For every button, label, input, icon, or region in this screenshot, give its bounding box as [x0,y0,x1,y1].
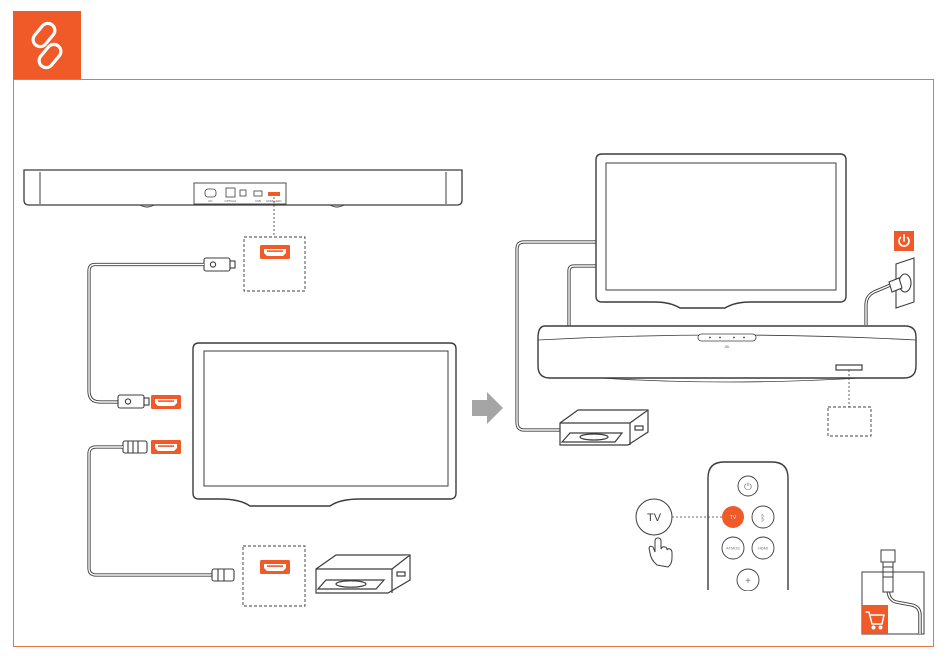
hdmi-earc-port [260,245,290,259]
tv-left [193,343,456,506]
hdmi-plug [118,395,149,408]
tv-hdmi-in-port [151,440,181,454]
arrow-right-icon [472,392,503,424]
disc-player-left [316,555,410,593]
shopping-cart-icon-box [862,605,888,634]
atmos-button-label: ATMOS [726,546,740,551]
hdmi-cable [89,265,204,403]
hand-press-icon [649,538,672,567]
accessory-cable-box [862,550,924,634]
hdmi-button-label: HDMI [758,546,768,551]
wall-outlet [889,258,914,308]
soundbar-logo: JBL [724,345,730,349]
player-hdmi-out-port [260,560,290,574]
disc-player-right [560,410,648,445]
tv-callout-label: TV [647,512,662,524]
port-label: USB [255,199,261,203]
port-label: OPTICAL [225,199,237,203]
tv-hdmi-arc-port [151,395,181,409]
hdmi-plug [123,441,147,453]
soundbar-rear-view: DC OPTICAL USB HDMI eARC [24,170,462,207]
port-label: DC [208,199,212,203]
power-icon: ⏻ [744,482,752,493]
tv-right [596,154,846,308]
display-zoom-box [828,407,871,436]
hdmi-plug [204,258,235,271]
player-zoom-box [243,546,305,606]
hdmi-cable [569,266,597,328]
volume-up-label: + [745,576,751,587]
remote-crop-mask [700,591,800,611]
tv-button-label: TV [730,515,737,521]
bluetooth-icon: ᛒ [760,513,765,523]
hdmi-plug [212,569,234,581]
remote-control: ⏻ TV ᛒ ATMOS HDMI + [708,462,788,591]
